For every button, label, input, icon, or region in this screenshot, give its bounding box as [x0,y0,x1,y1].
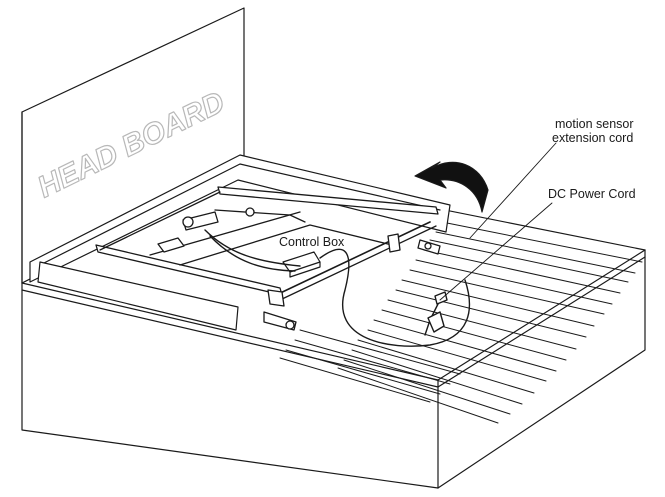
bed-slats [279,221,643,424]
inner-frame [29,154,451,331]
control-box-label: Control Box [279,235,345,249]
bed-base [21,169,646,489]
leader-lines [439,142,557,301]
control-box [282,251,321,278]
lift-frame [95,186,441,331]
motion-sensor-label-line1: motion sensor [555,117,634,131]
headboard: HEAD BOARD [21,7,245,284]
motion-sensor-label-line2: extension cord [552,131,633,145]
rotation-arrow-icon [414,161,489,213]
dc-power-cord-label: DC Power Cord [548,187,636,201]
cables [204,229,471,347]
